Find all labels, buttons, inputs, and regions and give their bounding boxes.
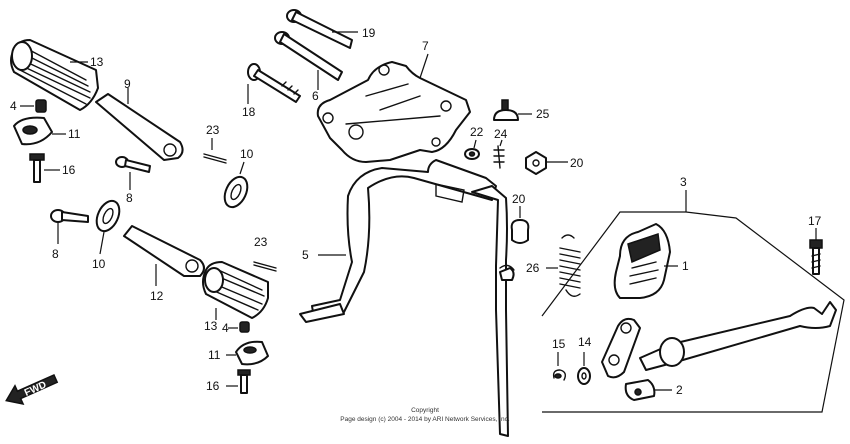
washer-22 [464,148,480,160]
fwd-arrow-icon: FWD [5,373,59,406]
washer-10-lower [95,199,121,233]
bolt-17 [809,239,823,275]
footpeg-rubber-upper [10,39,99,111]
pin-8-lower [50,209,89,223]
callout-15: 15 [552,337,566,351]
callout-14: 14 [578,335,592,349]
callout-16-upper: 16 [62,163,76,177]
stand-bracket-7 [316,61,471,163]
callout-11-lower: 11 [208,348,221,362]
bolt-19 [286,9,353,49]
kick-arm [601,301,837,379]
callout-12: 12 [150,289,164,303]
callout-26: 26 [526,261,540,275]
nut-20-upper [525,151,547,175]
callout-4-upper: 4 [10,99,17,113]
callout-13-upper: 13 [90,55,104,69]
callout-3: 3 [680,175,687,189]
callout-1: 1 [682,259,689,273]
spring-26 [559,234,581,297]
nut-4-upper [35,99,47,113]
callout-20-lower: 20 [512,192,526,206]
cotter-pin-23-upper [203,153,227,164]
assembly-group-3 [541,190,845,413]
bolt-18 [247,63,301,103]
fwd-label: FWD [23,380,48,399]
main-stand-5 [299,159,515,437]
callout-10-lower: 10 [92,257,106,271]
washer-14 [577,367,591,385]
callout-20-upper: 20 [570,156,584,170]
callout-17: 17 [808,214,822,228]
bracket-2 [624,379,656,401]
callout-6: 6 [312,89,319,103]
nut-4-lower [239,321,250,333]
bolt-16-lower [237,369,251,394]
callout-16-lower: 16 [206,379,220,393]
footpeg-arm-9 [95,93,184,161]
callout-13-lower: 13 [204,319,218,333]
callout-19: 19 [362,26,376,40]
nut-20-lower [510,219,530,244]
cover-1 [613,223,671,299]
bolt-6 [274,31,343,81]
cotter-pin-23-lower [253,261,277,272]
callout-5: 5 [302,248,309,262]
callout-25: 25 [536,107,550,121]
callout-9: 9 [124,77,131,91]
pin-24 [493,145,505,169]
callout-8-upper: 8 [126,191,133,205]
bracket-11-upper [13,116,53,146]
callout-2: 2 [676,383,683,397]
footpeg-arm-12 [123,225,205,277]
callout-7: 7 [422,39,429,53]
footpeg-rubber-lower [202,261,269,319]
callout-10-upper: 10 [240,147,254,161]
copyright-line-1: Copyright [411,407,439,414]
circlip-15 [552,369,567,381]
callout-4-lower: 4 [222,321,229,335]
rubber-stop-25 [493,99,519,121]
callout-8-lower: 8 [52,247,59,261]
callout-24: 24 [494,127,508,141]
copyright-line-2: Page design (c) 2004 - 2014 by ARI Netwo… [340,416,510,423]
callout-23-upper: 23 [206,123,220,137]
callout-18: 18 [242,105,256,119]
callout-23-lower: 23 [254,235,268,249]
callout-22: 22 [470,125,484,139]
pin-8-upper [115,156,151,173]
washer-10-upper [223,175,249,209]
bolt-16-upper [29,153,45,183]
bracket-11-lower [235,340,269,366]
callout-11-upper: 11 [68,127,81,141]
